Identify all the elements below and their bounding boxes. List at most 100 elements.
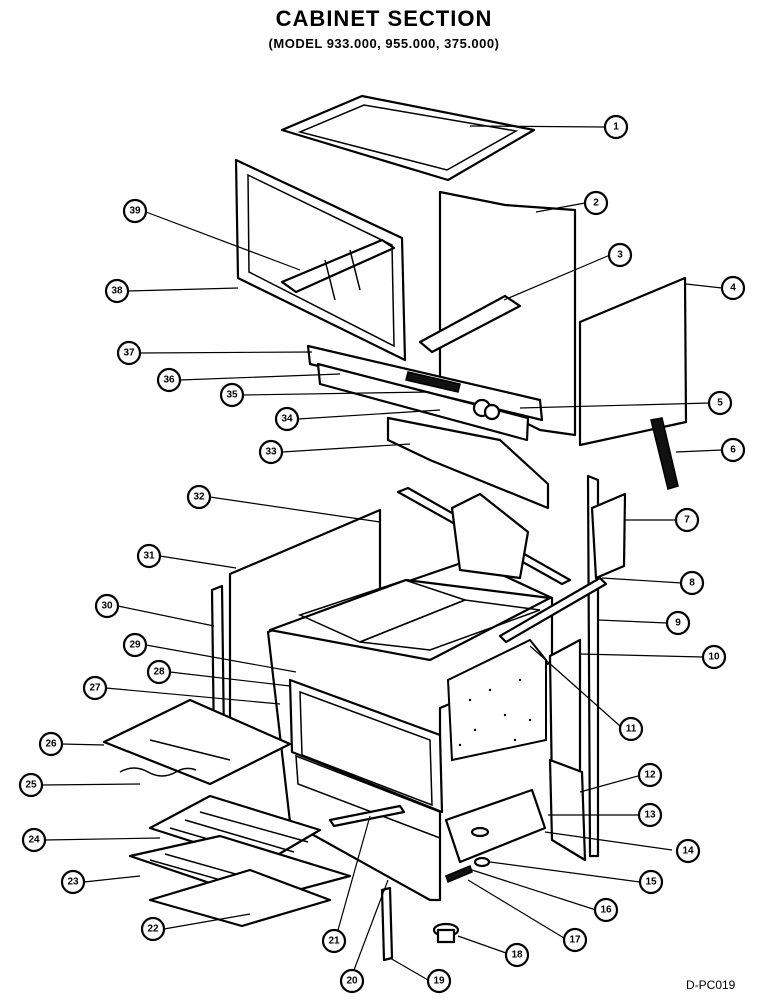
callout-34: 34 — [274, 406, 300, 432]
callout-1: 1 — [603, 114, 629, 140]
callout-20: 20 — [339, 968, 365, 994]
svg-text:16: 16 — [600, 905, 612, 916]
svg-text:6: 6 — [730, 445, 736, 456]
svg-text:14: 14 — [682, 846, 694, 857]
part-35-control-panel — [306, 344, 544, 442]
callout-15: 15 — [638, 869, 664, 895]
callout-39: 39 — [122, 198, 148, 224]
callout-27: 27 — [82, 675, 108, 701]
callout-30: 30 — [94, 593, 120, 619]
part-25-element — [119, 767, 197, 777]
part-26-panel — [102, 698, 292, 786]
svg-text:23: 23 — [67, 877, 79, 888]
svg-text:4: 4 — [730, 283, 736, 294]
part-12-lower-panel — [548, 758, 587, 862]
callout-13: 13 — [637, 802, 663, 828]
svg-text:35: 35 — [226, 390, 238, 401]
callout-21: 21 — [321, 928, 347, 954]
svg-text:29: 29 — [129, 640, 141, 651]
part-11-insulation — [446, 638, 547, 762]
callout-4: 4 — [720, 275, 746, 301]
svg-text:36: 36 — [163, 375, 175, 386]
part-6-trim-strip — [650, 417, 679, 490]
callout-37: 37 — [116, 340, 142, 366]
callout-38: 38 — [104, 278, 130, 304]
part-17-slide — [445, 864, 473, 884]
callout-29: 29 — [122, 632, 148, 658]
cabinet-body — [266, 492, 554, 902]
svg-text:26: 26 — [45, 739, 57, 750]
part-19-bracket — [380, 886, 394, 962]
part-13-bottom-tray — [444, 788, 547, 868]
svg-text:13: 13 — [644, 810, 656, 821]
callout-19: 19 — [426, 968, 452, 994]
callout-12: 12 — [637, 762, 663, 788]
callout-23: 23 — [60, 869, 86, 895]
svg-text:33: 33 — [265, 447, 277, 458]
svg-text:24: 24 — [28, 835, 40, 846]
part-18-leveler — [432, 922, 460, 944]
leader-lines — [41, 125, 723, 981]
svg-text:15: 15 — [645, 877, 657, 888]
svg-text:10: 10 — [708, 652, 720, 663]
part-38-backguard-frame — [234, 158, 407, 362]
svg-text:12: 12 — [644, 770, 656, 781]
svg-text:18: 18 — [511, 950, 523, 961]
callout-24: 24 — [21, 827, 47, 853]
svg-text:39: 39 — [129, 206, 141, 217]
svg-text:1: 1 — [613, 122, 619, 133]
part-21-trim-strip — [328, 804, 406, 828]
callout-25: 25 — [18, 772, 44, 798]
callout-22: 22 — [140, 916, 166, 942]
callout-2: 2 — [583, 190, 609, 216]
callout-36: 36 — [156, 367, 182, 393]
drawing-code: D-PC019 — [686, 978, 736, 992]
callout-18: 18 — [504, 942, 530, 968]
svg-text:38: 38 — [111, 286, 123, 297]
svg-text:17: 17 — [569, 935, 581, 946]
callout-3: 3 — [607, 242, 633, 268]
part-33-lower-trim — [386, 416, 550, 510]
svg-text:28: 28 — [153, 667, 165, 678]
svg-text:20: 20 — [346, 976, 358, 987]
callout-26: 26 — [38, 731, 64, 757]
svg-text:27: 27 — [89, 683, 101, 694]
svg-text:25: 25 — [25, 780, 37, 791]
callout-33: 33 — [258, 439, 284, 465]
part-39-channel — [280, 238, 522, 354]
callout-14: 14 — [675, 838, 701, 864]
svg-text:30: 30 — [101, 601, 113, 612]
callout-35: 35 — [219, 382, 245, 408]
callouts: 1 2 3 4 5 6 7 8 9 10 11 12 13 14 15 16 1… — [18, 114, 746, 994]
part-22-broiler-pan — [148, 868, 332, 928]
callout-17: 17 — [562, 927, 588, 953]
callout-28: 28 — [146, 659, 172, 685]
svg-text:9: 9 — [675, 618, 681, 629]
svg-text:7: 7 — [684, 515, 690, 526]
model-numbers: (MODEL 933.000, 955.000, 375.000) — [268, 36, 500, 51]
svg-text:2: 2 — [593, 198, 599, 209]
callout-11: 11 — [618, 716, 644, 742]
svg-text:22: 22 — [147, 924, 159, 935]
svg-text:32: 32 — [193, 492, 205, 503]
svg-text:37: 37 — [123, 348, 135, 359]
part-4-side-panel — [578, 276, 688, 447]
svg-text:21: 21 — [328, 936, 340, 947]
diagram-title: CABINET SECTION — [275, 6, 493, 31]
callout-16: 16 — [593, 897, 619, 923]
svg-text:31: 31 — [143, 551, 155, 562]
part-1-top-panel — [280, 94, 536, 182]
svg-text:34: 34 — [281, 414, 293, 425]
svg-text:19: 19 — [433, 976, 445, 987]
svg-text:11: 11 — [626, 724, 637, 735]
svg-text:8: 8 — [689, 578, 695, 589]
callout-5: 5 — [707, 390, 733, 416]
callout-9: 9 — [665, 610, 691, 636]
callout-31: 31 — [136, 543, 162, 569]
part-7-side-trim — [498, 492, 627, 644]
callout-6: 6 — [720, 437, 746, 463]
callout-8: 8 — [679, 570, 705, 596]
callout-7: 7 — [674, 507, 700, 533]
